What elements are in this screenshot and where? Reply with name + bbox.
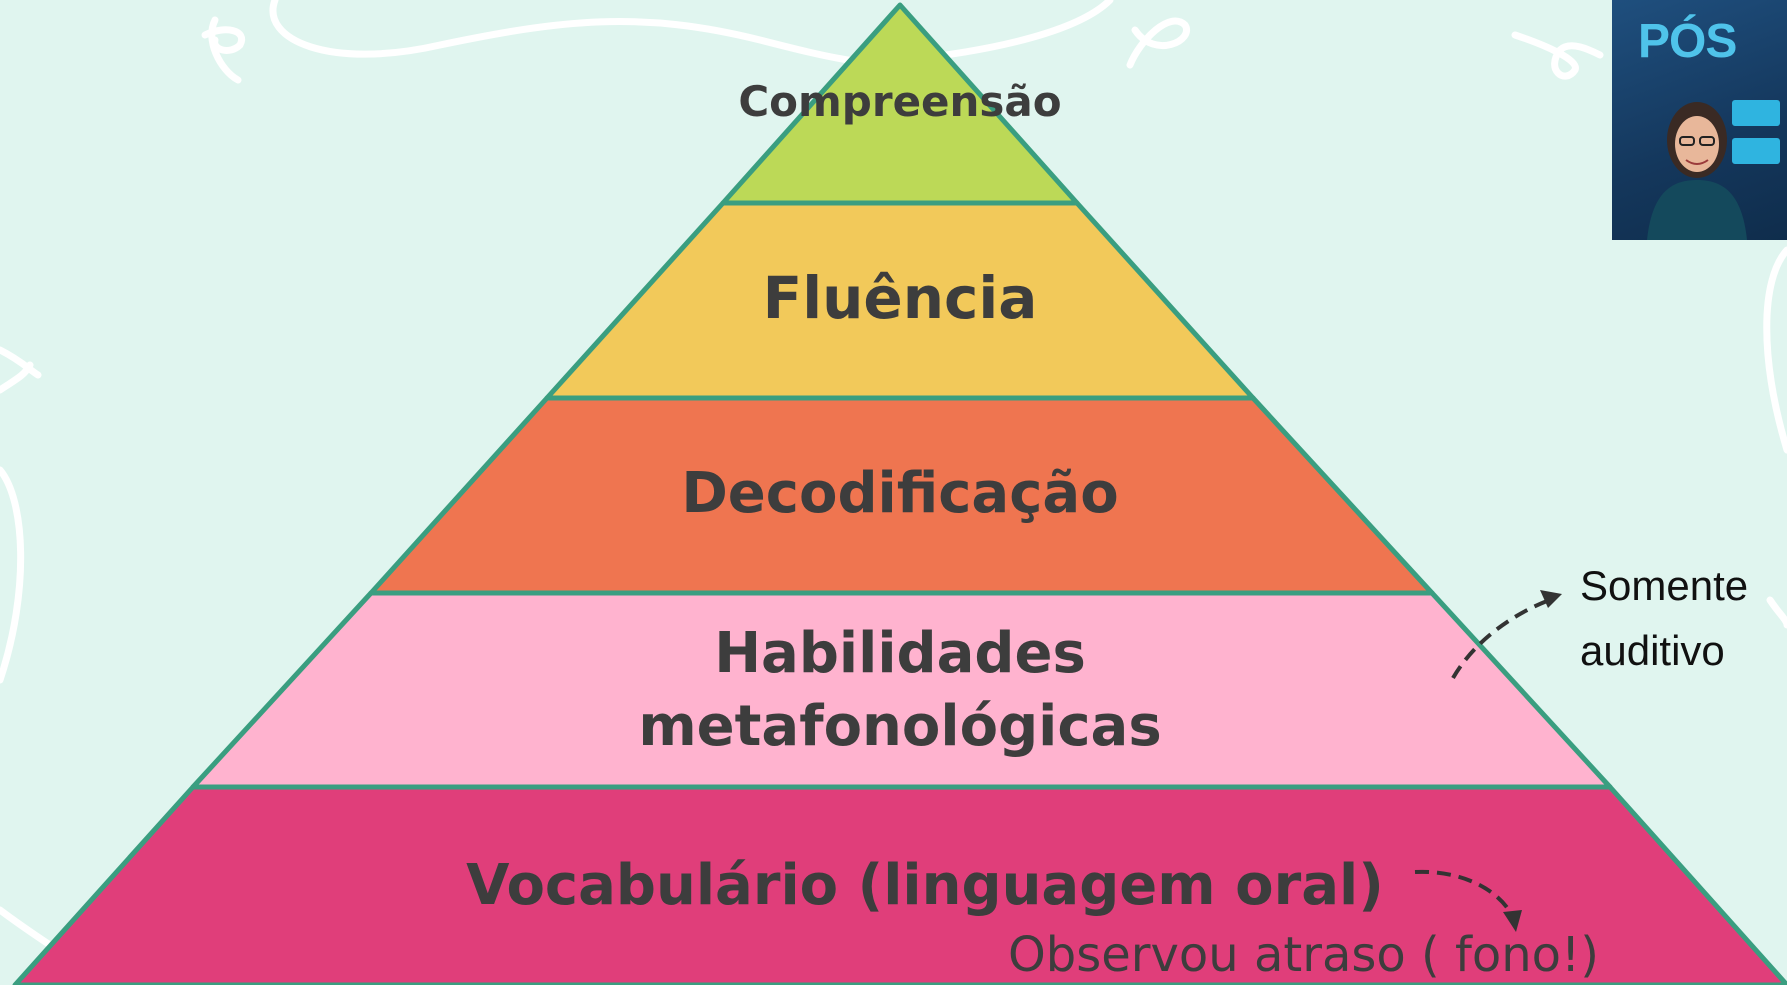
pyramid xyxy=(12,2,1787,985)
dashed-arrow-fono xyxy=(1414,869,1514,917)
presenter-photo-icon xyxy=(1647,102,1747,240)
promo-info-box xyxy=(1732,138,1780,164)
label-habilidades-line2: metafonológicas xyxy=(638,694,1161,759)
promo-title: PÓS xyxy=(1638,15,1737,68)
arrowhead-fono-icon xyxy=(1503,910,1522,932)
dashed-arrow-auditivo xyxy=(1451,596,1556,680)
label-vocabulario: Vocabulário (linguagem oral) xyxy=(466,853,1384,918)
note-somente: Somente xyxy=(1580,562,1748,609)
promo-info-box xyxy=(1732,100,1780,126)
label-decodificacao: Decodificação xyxy=(681,461,1118,526)
label-fluencia: Fluência xyxy=(763,264,1038,332)
arrowhead-auditivo-icon xyxy=(1540,590,1562,608)
label-compreensao: Compreensão xyxy=(738,77,1061,126)
note-auditivo: auditivo xyxy=(1580,627,1725,674)
note-observou-atraso: Observou atraso ( fono!) xyxy=(1008,927,1599,983)
label-habilidades-line1: Habilidades xyxy=(714,621,1086,686)
level-vocabulario xyxy=(12,784,1787,985)
course-promo-thumbnail: PÓS xyxy=(1612,0,1787,240)
